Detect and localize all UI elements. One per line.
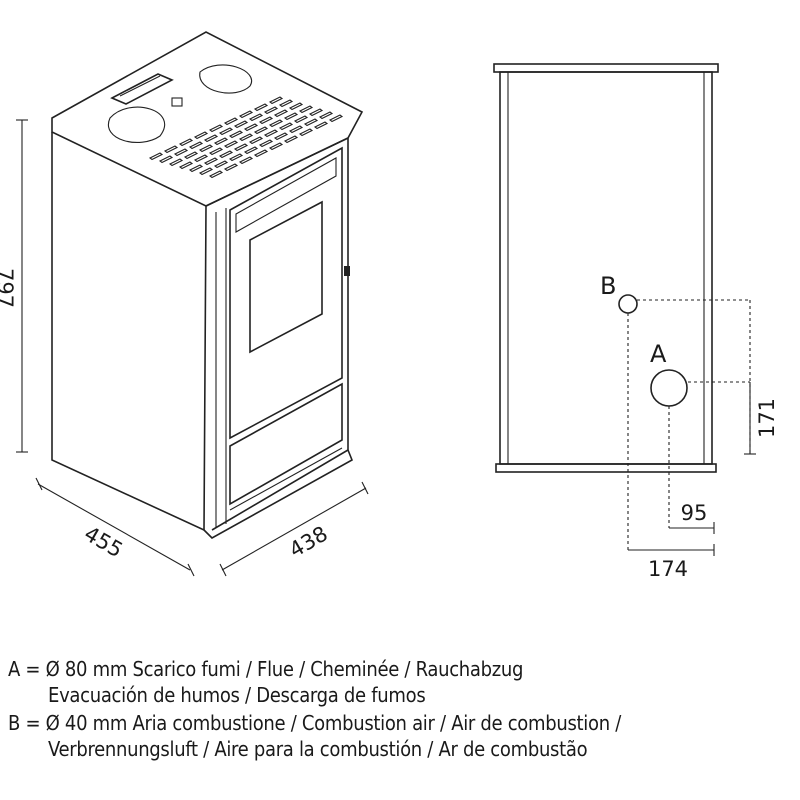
grille-slot [208,124,224,133]
ash-drawer [229,382,343,506]
grille-slot [313,121,329,130]
grille-slot [278,122,294,131]
grille-slot [253,149,269,158]
grille-slot [258,139,274,148]
grille-slot [288,102,304,111]
grille-slot [188,141,204,150]
grille-slot [193,131,209,140]
grille-slot [223,163,239,172]
stove-perspective-view [51,31,364,539]
grille-slot [173,148,189,157]
air-offset-dimension: 174 [628,544,715,581]
top-grille [148,96,344,179]
flue-height-dimension: 171 [744,382,779,455]
door-window [249,200,323,354]
grille-slot [213,160,229,169]
grille-slot [288,125,304,134]
grille-slot [268,119,284,128]
flue-outlet-a [650,369,688,407]
grille-slot [198,144,214,153]
grille-slot [178,138,194,147]
legend-b-line-2: Verbrennungsluft / Aire para la combusti… [48,737,588,761]
grille-slot [238,110,254,119]
grille-slot [303,118,319,127]
grille-slot [283,135,299,144]
grille-slot [178,161,194,170]
grille-slot [163,145,179,154]
grille-slot [248,113,264,122]
grille-slot [198,167,214,176]
grille-slot [218,150,234,159]
grille-slot [263,106,279,115]
grille-slot [253,126,269,135]
grille-slot [273,132,289,141]
grille-slot [203,134,219,143]
depth-label: 455 [80,522,127,563]
grille-slot [248,136,264,145]
stove-rear-view [493,63,719,473]
grille-slot [238,156,254,165]
grille-slot [233,120,249,129]
grille-slot [208,170,224,179]
grille-slot [223,117,239,126]
height-dimension: 797 [0,119,28,453]
grille-slot [218,127,234,136]
rear-top-cap [493,63,719,73]
grille-slot [293,115,309,124]
depth-dimension: 455 [35,477,195,577]
grille-slot [158,155,174,164]
grille-slot [183,151,199,160]
width-label: 438 [285,522,332,563]
grille-slot [318,111,334,120]
rear-base [495,463,717,473]
grille-slot [298,105,314,114]
grille-slot [228,130,244,139]
point-a-label: A [650,340,667,368]
grille-slot [253,103,269,112]
grille-slot [213,137,229,146]
stove-left-side [51,132,207,532]
grille-slot [258,116,274,125]
grille-slot [238,133,254,142]
legend-a-line-2: Evacuación de humos / Descarga de fumos [48,683,426,707]
flue-offset-label: 95 [681,501,708,525]
grille-slot [243,123,259,132]
door-handle [344,266,350,276]
grille-slot [203,157,219,166]
stove-front-side [205,136,349,531]
grille-slot [328,114,344,123]
grille-slot [273,109,289,118]
point-b-label: B [600,272,616,300]
grille-slot [278,99,294,108]
grille-slot [268,142,284,151]
grille-slot [268,96,284,105]
legend-b-line: B = Ø 40 mm Aria combustione / Combustio… [8,711,621,735]
flue-height-label: 171 [755,398,779,438]
grille-slot [208,147,224,156]
grille-slot [233,143,249,152]
grille-slot [228,153,244,162]
grille-slot [193,154,209,163]
control-panel [110,73,174,105]
legend-a-line: A = Ø 80 mm Scarico fumi / Flue / Chemin… [8,657,524,681]
height-label: 797 [0,268,17,308]
grille-slot [243,146,259,155]
grille-slot [188,164,204,173]
grille-slot [148,152,164,161]
grille-slot [283,112,299,121]
stove-door [229,146,343,440]
grille-slot [263,129,279,138]
grille-slot [308,108,324,117]
grille-slot [298,128,314,137]
grille-slot [223,140,239,149]
air-inlet-b [618,294,638,314]
stove-base [203,449,354,539]
grille-slot [168,158,184,167]
rear-body [499,71,713,465]
air-offset-label: 174 [648,557,688,581]
width-dimension: 438 [219,481,369,577]
flue-offset-dimension: 95 [669,501,715,534]
